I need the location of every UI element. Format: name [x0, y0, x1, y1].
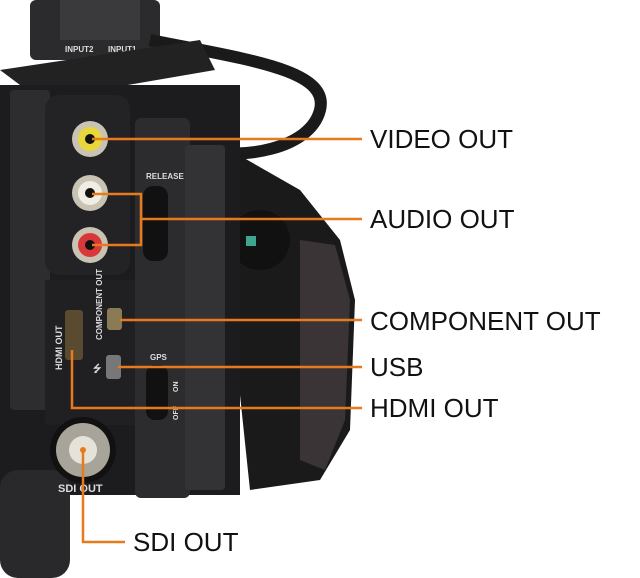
sdi-out-label: SDI OUT	[133, 527, 239, 557]
digital-panel	[45, 280, 135, 425]
input1-marking: INPUT1	[108, 45, 137, 54]
hdmi-marking: HDMI OUT	[54, 325, 64, 370]
release-marking: RELEASE	[146, 172, 184, 181]
record-button-led	[246, 236, 256, 246]
gps-marking: GPS	[150, 353, 168, 362]
lcd-panel-edge	[185, 145, 225, 490]
usb-icon: ⭍	[93, 363, 102, 375]
gps-off-marking: OFF	[173, 405, 180, 420]
grip-strap	[300, 240, 350, 470]
usb-label: USB	[370, 352, 424, 382]
video-out-label: VIDEO OUT	[370, 124, 514, 154]
hdmi-out-line	[70, 350, 362, 410]
component-out-port	[107, 308, 122, 330]
grip-button-housing	[230, 210, 290, 270]
input2-switch	[60, 0, 100, 40]
side-door	[10, 90, 50, 410]
hdmi-out-port	[65, 310, 83, 360]
cable	[148, 34, 327, 160]
input2-marking: INPUT2	[65, 45, 94, 54]
audio-out-label: AUDIO OUT	[370, 204, 515, 234]
hdmi-out-label: HDMI OUT	[370, 393, 499, 423]
release-switch	[143, 186, 168, 261]
sdi-out-line	[81, 450, 125, 544]
gps-on-marking: ON	[173, 382, 180, 393]
lower-knob	[0, 470, 70, 578]
input1-switch	[100, 0, 140, 40]
component-out-label: COMPONENT OUT	[370, 306, 601, 336]
usb-port	[106, 355, 121, 379]
sdi-marking: SDI OUT	[58, 483, 103, 495]
component-marking: COMPONENT OUT	[95, 269, 104, 340]
gps-switch	[146, 365, 168, 420]
